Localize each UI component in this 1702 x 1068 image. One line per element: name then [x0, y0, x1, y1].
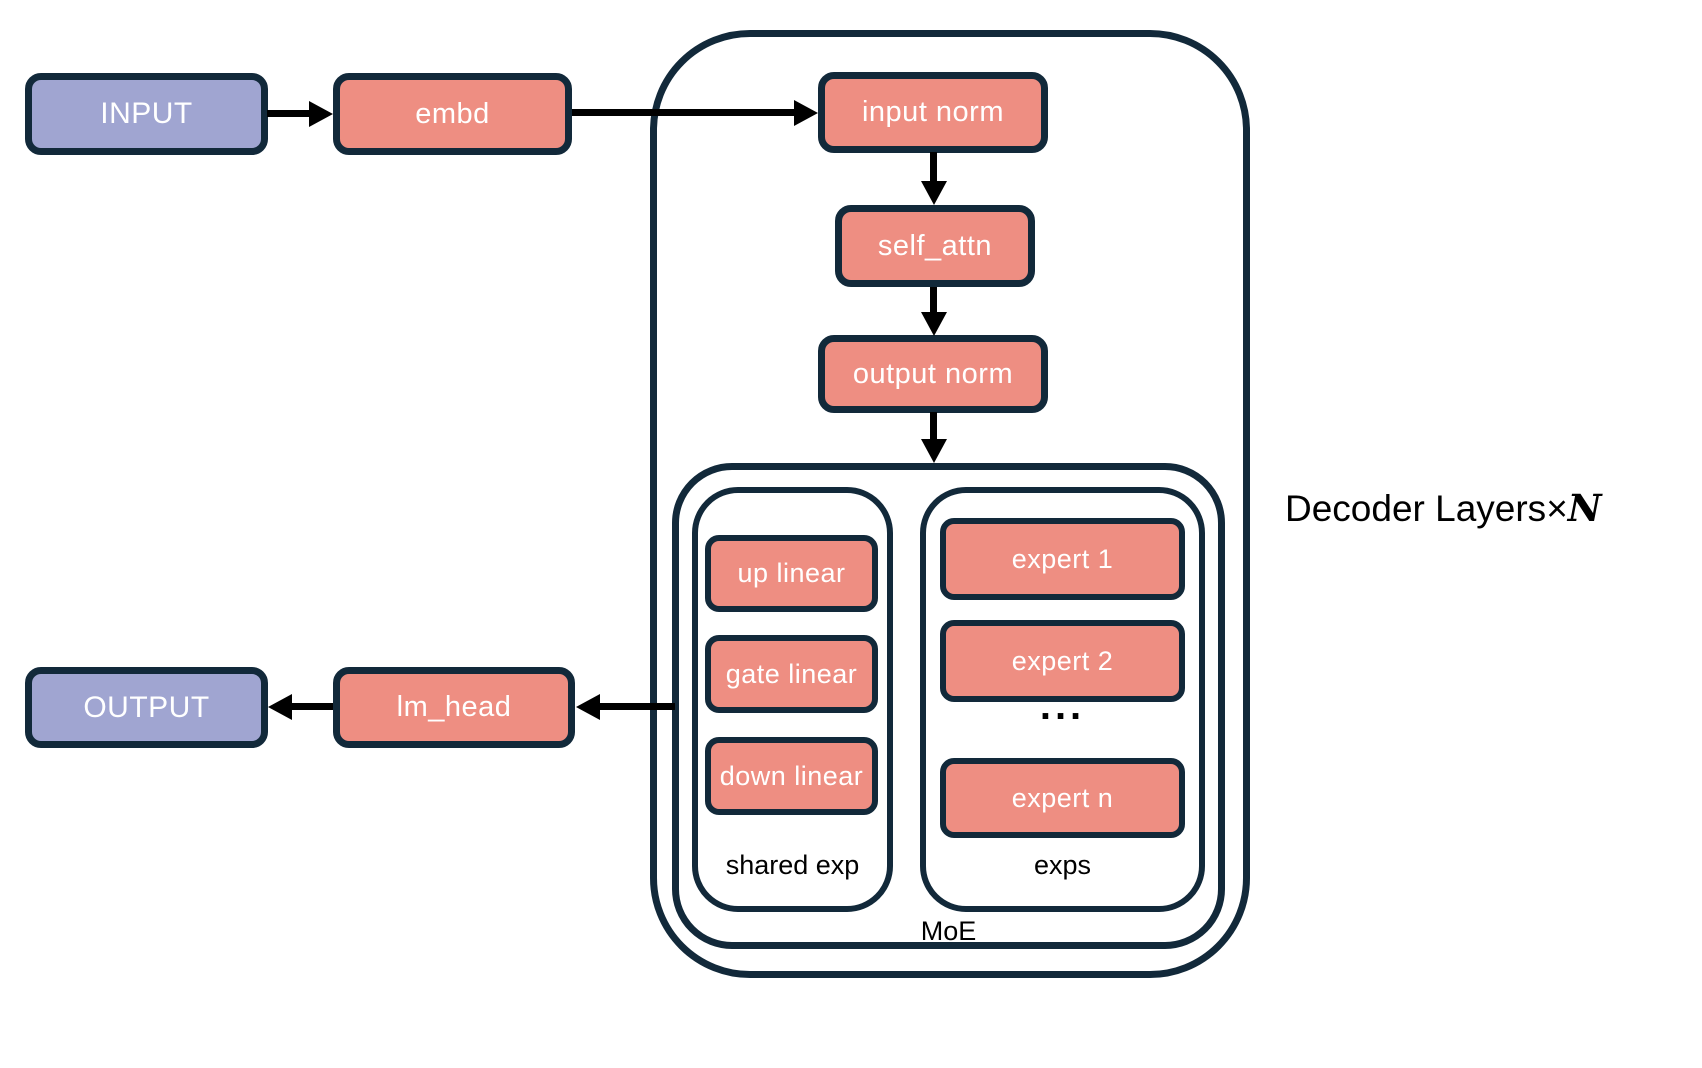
arrow-input-norm-to-self-attn	[930, 152, 937, 182]
expert-1-node: expert 1	[940, 518, 1185, 600]
times-symbol: ×	[1546, 488, 1568, 529]
self-attn-node: self_attn	[835, 205, 1035, 287]
shared-exp-label: shared exp	[725, 850, 860, 880]
decoder-layers-container	[650, 30, 1250, 978]
decoder-layers-label-text: Decoder Layers	[1285, 488, 1547, 529]
expert-n-node: expert n	[940, 758, 1185, 838]
lm-head-node: lm_head	[333, 667, 575, 748]
arrow-lm-head-to-output	[291, 703, 333, 710]
experts-ellipsis: ...	[1039, 684, 1086, 728]
arrow-self-attn-to-output-norm	[930, 287, 937, 313]
moe-container	[672, 463, 1225, 949]
arrow-moe-to-lm-head	[599, 703, 675, 710]
input-norm-node: input norm	[818, 72, 1048, 153]
embd-node: embd	[333, 73, 572, 155]
output-norm-node: output norm	[818, 335, 1048, 413]
arrow-embd-to-input-norm	[572, 109, 795, 116]
decoder-layers-label: Decoder Layers×N	[1285, 486, 1685, 530]
gate-linear-node: gate linear	[705, 635, 878, 713]
moe-label: MoE	[920, 916, 977, 946]
n-variable: N	[1567, 486, 1602, 530]
expert-2-node: expert 2	[940, 620, 1185, 702]
up-linear-node: up linear	[705, 535, 878, 612]
arrow-output-norm-to-moe	[930, 412, 937, 440]
arrow-input-to-embd	[267, 110, 310, 117]
output-node: OUTPUT	[25, 667, 268, 748]
shared-expert-container	[692, 487, 893, 912]
down-linear-node: down linear	[705, 737, 878, 815]
input-node: INPUT	[25, 73, 268, 155]
exps-label: exps	[1033, 850, 1092, 880]
experts-container	[920, 487, 1205, 912]
